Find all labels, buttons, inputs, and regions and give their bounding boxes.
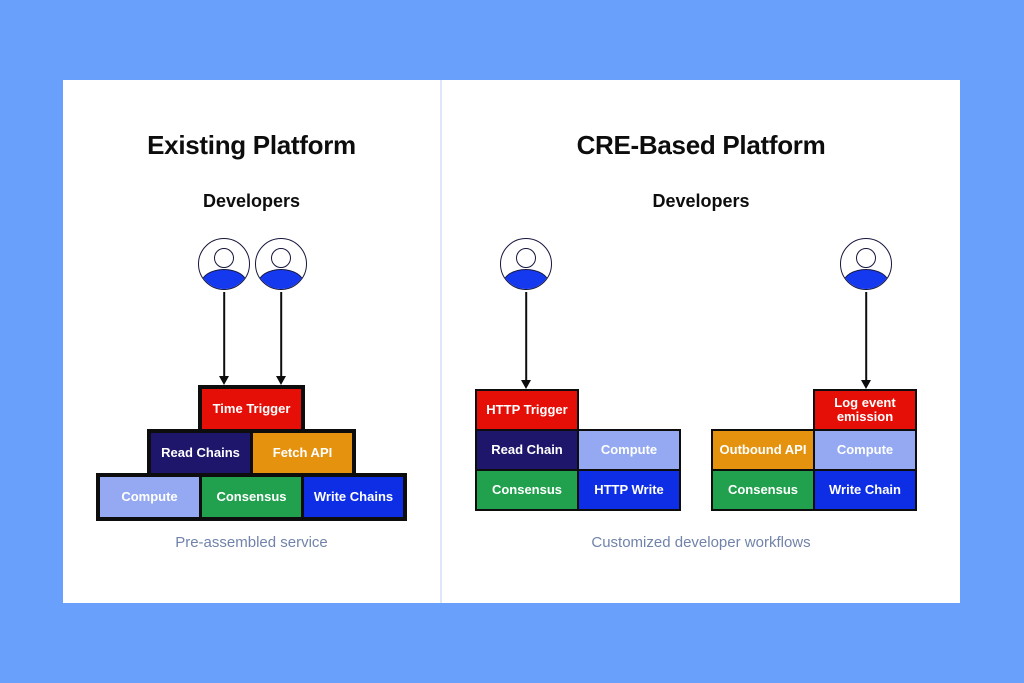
workflow-grid: Outbound API Compute Consensus Write Cha… [711,429,917,511]
existing-developers-label: Developers [202,191,301,211]
pyramid-row-middle: Read Chains Fetch API [147,429,356,477]
block-http-trigger: HTTP Trigger [477,391,577,429]
existing-platform-title: Existing Platform [147,130,356,160]
pre-assembled-service-caption: Pre-assembled service [175,534,328,551]
down-arrow-icon [219,292,229,385]
block-consensus: Consensus [477,471,577,509]
developer-avatar-icon [500,238,552,290]
workflow-http: HTTP Trigger Read Chain Compute Consensu… [475,389,681,511]
block-read-chain: Read Chain [477,431,577,469]
avatar-head-icon [271,248,291,268]
block-write-chain: Write Chain [815,471,915,509]
panel-cre-based-platform: CRE-Based Platform Developers [442,80,960,603]
panel-divider [440,80,442,603]
avatar-head-icon [856,248,876,268]
block-fetch-api: Fetch API [253,433,352,473]
pre-assembled-service-pyramid: Time Trigger Read Chains Fetch API Compu… [63,385,440,521]
block-outbound-api: Outbound API [713,431,813,469]
avatar-torso-icon [258,269,304,289]
avatar-head-icon [214,248,234,268]
pyramid-row-bottom: Compute Consensus Write Chains [96,473,407,521]
block-time-trigger: Time Trigger [202,389,301,429]
block-read-chains: Read Chains [151,433,250,473]
pyramid-row-top: Time Trigger [198,385,305,433]
block-compute: Compute [815,431,915,469]
trigger-wrapper: HTTP Trigger [475,389,579,431]
block-compute: Compute [579,431,679,469]
avatar-torso-icon [843,269,889,289]
trigger-wrapper: Log event emission [813,389,917,431]
avatar-torso-icon [201,269,247,289]
panel-existing-platform: Existing Platform Developers Time Tri [63,80,440,603]
block-consensus: Consensus [202,477,301,517]
avatar-torso-icon [503,269,549,289]
developer-avatar-icon [255,238,307,290]
cre-developers-label: Developers [652,191,750,211]
block-compute: Compute [100,477,199,517]
developer-avatar-icon [840,238,892,290]
block-log-event-emission: Log event emission [815,391,915,429]
block-http-write: HTTP Write [579,471,679,509]
down-arrow-icon [521,292,531,389]
down-arrow-icon [276,292,286,385]
workflow-grid: Read Chain Compute Consensus HTTP Write [475,429,681,511]
developer-avatar-icon [198,238,250,290]
workflow-log-event: Log event emission Outbound API Compute … [711,389,917,511]
block-write-chains: Write Chains [304,477,403,517]
block-consensus: Consensus [713,471,813,509]
comparison-card: Existing Platform Developers Time Tri [63,80,960,603]
customized-workflows-caption: Customized developer workflows [591,534,811,551]
avatar-head-icon [516,248,536,268]
cre-platform-title: CRE-Based Platform [576,130,826,160]
down-arrow-icon [861,292,871,389]
